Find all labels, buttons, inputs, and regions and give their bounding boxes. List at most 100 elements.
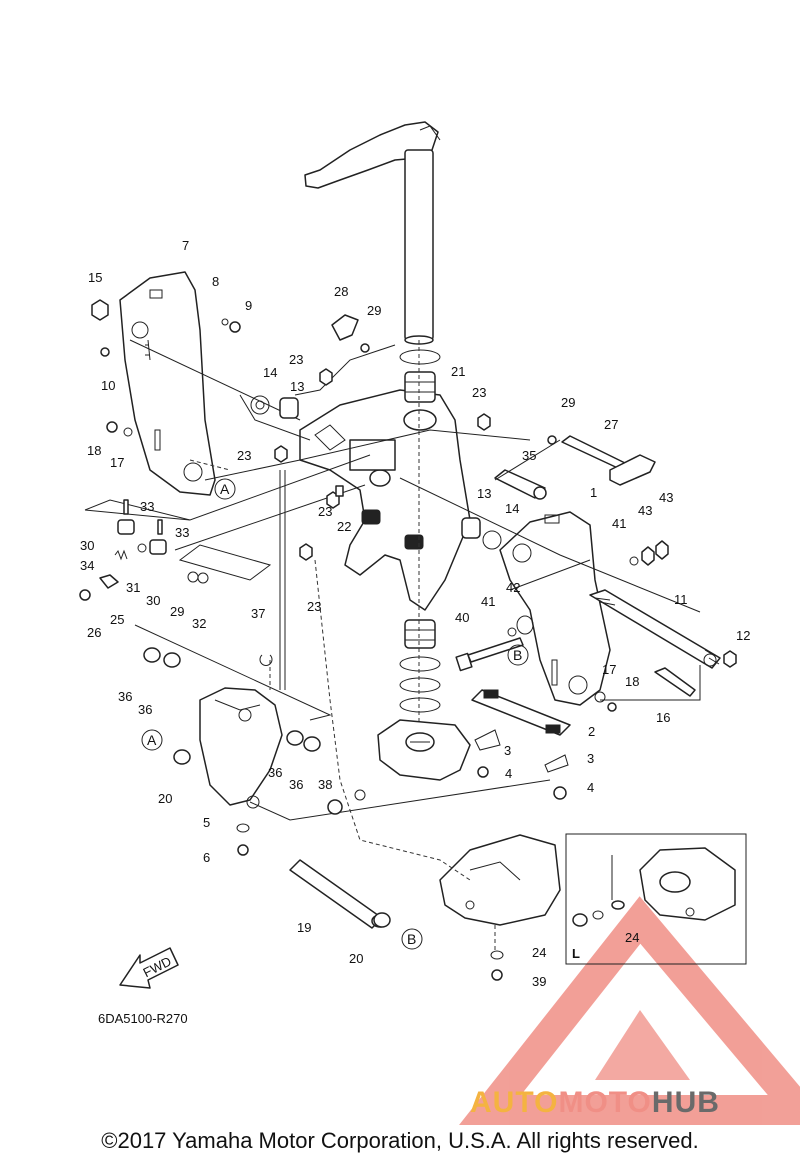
watermark-logo — [459, 896, 800, 1125]
callout-10: 10 — [101, 378, 115, 393]
marker-b-upper: B — [507, 644, 529, 666]
svg-text:A: A — [147, 732, 157, 748]
tilt-stopper-lever — [561, 435, 656, 486]
callout-1: 1 — [590, 485, 597, 500]
brand-part-2: MOTO — [558, 1086, 652, 1119]
callout-29: 29 — [170, 604, 184, 619]
callout-30: 30 — [80, 538, 94, 553]
svg-text:B: B — [513, 647, 522, 663]
callout-31: 31 — [126, 580, 140, 595]
callout-41: 41 — [481, 594, 495, 609]
callout-20: 20 — [349, 951, 363, 966]
callout-42: 42 — [506, 580, 520, 595]
plate — [471, 689, 571, 773]
svg-text:A: A — [220, 481, 230, 497]
circle-markers: A A B B — [141, 478, 529, 950]
clamp-bracket-left — [119, 271, 216, 496]
callout-14: 14 — [505, 501, 519, 516]
guide-lines — [84, 339, 701, 950]
detail-inset — [565, 833, 747, 965]
callout-14: 14 — [263, 365, 277, 380]
callout-11: 11 — [674, 592, 688, 607]
marker-a-lower: A — [141, 729, 163, 751]
copyright-notice: ©2017 Yamaha Motor Corporation, U.S.A. A… — [101, 1128, 699, 1153]
svg-text:B: B — [407, 931, 416, 947]
callout-20: 20 — [158, 791, 172, 806]
callout-24: 24 — [625, 930, 639, 945]
callout-36: 36 — [268, 765, 282, 780]
tiller-handle — [304, 121, 441, 345]
steering-shaft-parts — [399, 340, 441, 740]
fwd-arrow-icon: FWD — [119, 947, 179, 989]
callout-25: 25 — [110, 612, 124, 627]
callout-23: 23 — [307, 599, 321, 614]
callout-4: 4 — [587, 780, 594, 795]
callout-8: 8 — [212, 274, 219, 289]
part-code: 6DA5100-R270 — [98, 1011, 188, 1026]
callout-28: 28 — [334, 284, 348, 299]
mount-housing-left — [199, 687, 283, 809]
callout-labels: 7 15 8 9 10 28 29 23 14 13 21 23 18 17 2… — [80, 238, 750, 989]
callout-18: 18 — [625, 674, 639, 689]
callout-23: 23 — [472, 385, 486, 400]
lower-case — [439, 834, 561, 926]
callout-17: 17 — [110, 455, 124, 470]
callout-13: 13 — [477, 486, 491, 501]
callout-30: 30 — [146, 593, 160, 608]
callout-40: 40 — [455, 610, 469, 625]
callout-18: 18 — [87, 443, 101, 458]
callout-29: 29 — [561, 395, 575, 410]
marker-b-lower: B — [401, 928, 423, 950]
callout-35: 35 — [522, 448, 536, 463]
callout-34: 34 — [80, 558, 94, 573]
inset-label: L — [572, 946, 580, 961]
callout-15: 15 — [88, 270, 102, 285]
callout-9: 9 — [245, 298, 252, 313]
callout-6: 6 — [203, 850, 210, 865]
clamp-bracket-right — [499, 511, 611, 706]
callout-7: 7 — [182, 238, 189, 253]
shaft-19 — [289, 859, 389, 929]
bolt — [455, 637, 524, 672]
callout-3: 3 — [504, 743, 511, 758]
callout-5: 5 — [203, 815, 210, 830]
callout-16: 16 — [656, 710, 670, 725]
watermark-brand: AUTOMOTOHUB — [470, 1086, 720, 1120]
callout-33: 33 — [175, 525, 189, 540]
callout-36: 36 — [118, 689, 132, 704]
callout-41: 41 — [612, 516, 626, 531]
callout-36: 36 — [138, 702, 152, 717]
swivel-bracket — [299, 389, 471, 611]
callout-26: 26 — [87, 625, 101, 640]
marker-a-upper: A — [214, 478, 236, 500]
callout-4: 4 — [505, 766, 512, 781]
callout-37: 37 — [251, 606, 265, 621]
callout-29: 29 — [367, 303, 381, 318]
callout-17: 17 — [602, 662, 616, 677]
callout-38: 38 — [318, 777, 332, 792]
callout-39: 39 — [532, 974, 546, 989]
callout-23: 23 — [237, 448, 251, 463]
tilt-tube — [589, 589, 721, 669]
brand-part-1: AUTO — [470, 1086, 559, 1119]
callout-12: 12 — [736, 628, 750, 643]
callout-36: 36 — [289, 777, 303, 792]
callout-3: 3 — [587, 751, 594, 766]
callout-23: 23 — [318, 504, 332, 519]
brand-part-3: HUB — [651, 1086, 720, 1119]
bolt-long — [654, 667, 696, 697]
callout-24: 24 — [532, 945, 546, 960]
callout-2: 2 — [588, 724, 595, 739]
callout-33: 33 — [140, 499, 154, 514]
callout-21: 21 — [451, 364, 465, 379]
callout-22: 22 — [337, 519, 351, 534]
callout-13: 13 — [290, 379, 304, 394]
callout-27: 27 — [604, 417, 618, 432]
callout-23: 23 — [289, 352, 303, 367]
fwd-arrow-label: FWD — [141, 953, 174, 980]
hardware — [79, 299, 737, 981]
pin — [494, 469, 547, 500]
callout-43: 43 — [659, 490, 673, 505]
callout-32: 32 — [192, 616, 206, 631]
